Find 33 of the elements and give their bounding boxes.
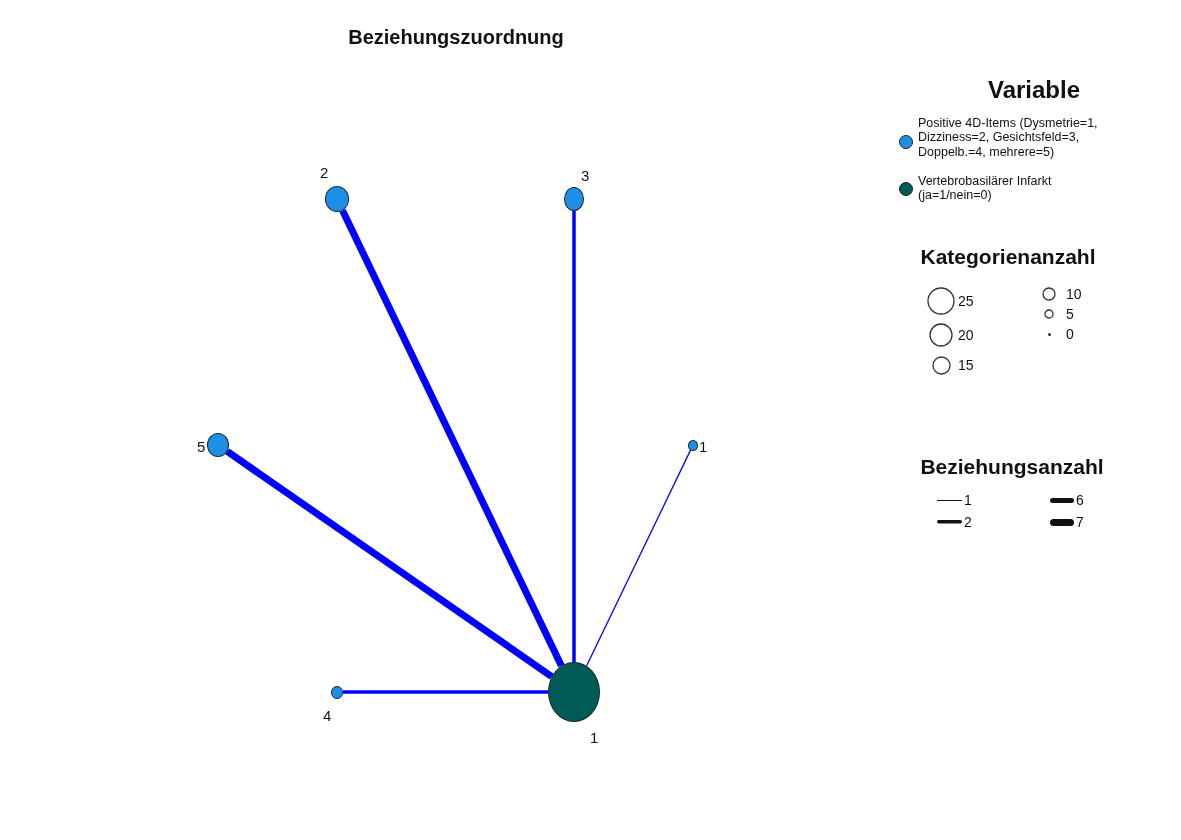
connector-line xyxy=(225,448,554,680)
legend-text: 2 xyxy=(964,514,972,531)
node-circle xyxy=(688,439,698,451)
legend-text: 15 xyxy=(958,357,974,374)
legend-text: 7 xyxy=(1076,514,1084,531)
legend-text: 0 xyxy=(1066,326,1074,343)
node-label: 1 xyxy=(699,439,708,454)
legend-text: Positive 4D-Items (Dysmetrie=1, Dizziness=2, Gesichtsfeld=3, Doppelb.=4, mehrere=5) xyxy=(918,116,1099,160)
legend-text: 6 xyxy=(1076,492,1084,509)
legend-heading: Beziehungsanzahl xyxy=(920,455,1104,479)
node-label: 3 xyxy=(581,168,590,183)
node-label: 5 xyxy=(197,439,206,454)
legend-heading: Kategorienanzahl xyxy=(920,245,1096,269)
node-circle xyxy=(207,433,229,457)
legend-text: 1 xyxy=(964,492,972,509)
node-label: 2 xyxy=(320,165,329,180)
legend-text: Vertebrobasilärer Infarkt (ja=1/nein=0) xyxy=(918,174,1053,203)
node-circle xyxy=(548,662,600,722)
node-circle xyxy=(325,186,349,212)
node-label: 4 xyxy=(323,708,332,723)
connector-line xyxy=(572,211,576,662)
node-label: 1 xyxy=(590,730,599,745)
connector-line xyxy=(339,209,565,668)
node-circle xyxy=(331,685,343,699)
legend-text: 25 xyxy=(958,293,974,310)
chart-title: Beziehungszuordnung xyxy=(347,26,565,49)
connector-line xyxy=(586,449,692,667)
legend-text: 5 xyxy=(1066,306,1074,323)
node-circle xyxy=(564,187,584,211)
connector-line xyxy=(343,690,548,694)
legend-text: 10 xyxy=(1066,286,1082,303)
legend-text: 20 xyxy=(958,327,974,344)
legend-heading: Variable xyxy=(987,76,1081,104)
